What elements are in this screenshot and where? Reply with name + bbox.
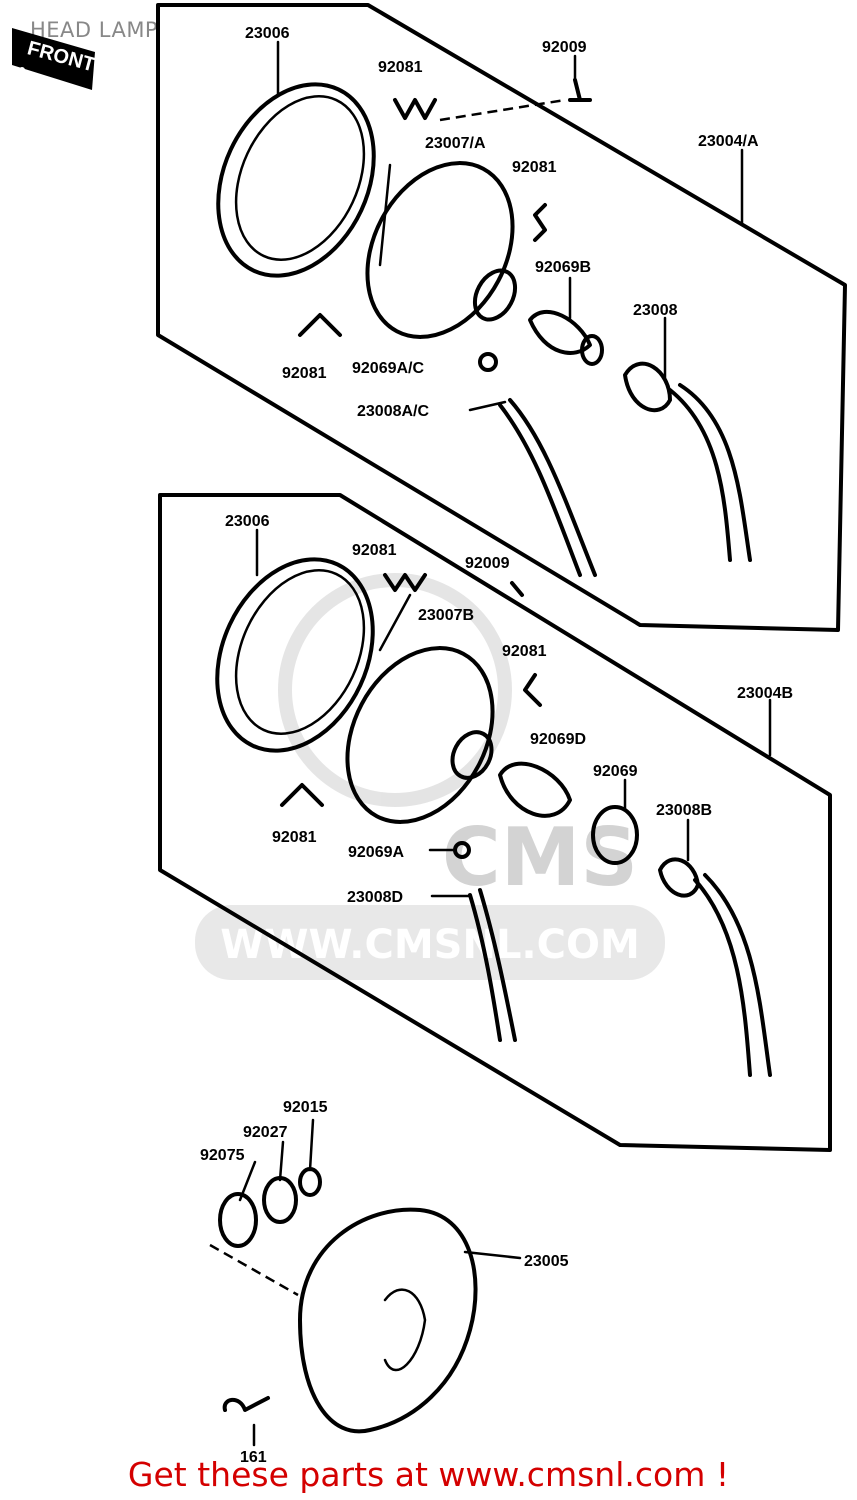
watermark-brand: CMS: [442, 811, 638, 904]
callout-23004a: 23004/A: [698, 133, 759, 150]
upper-wire-harness-left: [508, 398, 597, 577]
lower-rim: [215, 557, 375, 753]
upper-assembly-outline: [156, 3, 847, 632]
callout-161: 161: [240, 1449, 267, 1466]
lower-clip-low: [280, 783, 324, 807]
callout-23008ac: 23008A/C: [357, 403, 429, 420]
watermark: CMS WWW.CMSNL.COM: [195, 573, 665, 980]
lower-assembly-outline: [158, 493, 832, 1152]
callout-92069d: 92069D: [530, 731, 586, 748]
washer-92075: [218, 1192, 258, 1248]
lower-clip-mid: [523, 673, 542, 707]
callout-92081-upper-top: 92081: [378, 59, 423, 76]
upper-assembly: [156, 3, 847, 632]
callout-92081-lower-top: 92081: [352, 542, 397, 559]
upper-wire-harness-right: [668, 388, 732, 562]
washer-92027: [262, 1176, 298, 1224]
lower-grommet: [591, 805, 639, 865]
upper-screw: [568, 78, 592, 102]
lower-assembly: [158, 493, 832, 1152]
leader-lines: [255, 40, 772, 898]
watermark-url: WWW.CMSNL.COM: [220, 922, 640, 968]
callouts-upper: 23006 92081 92009 23007/A 23004/A 92081 …: [245, 25, 759, 420]
lower-reflector: [345, 646, 495, 824]
callouts-housing: 92015 92027 92075 23005 161: [200, 1099, 569, 1466]
lower-screw: [510, 581, 524, 597]
callout-23007b: 23007B: [418, 607, 474, 624]
callout-23006-lower: 23006: [225, 513, 270, 530]
lower-socket: [658, 857, 700, 898]
lower-clip-top: [383, 573, 427, 592]
callout-23006-upper: 23006: [245, 25, 290, 42]
bolt-161: [222, 1396, 270, 1412]
lower-wire-harness-left: [478, 888, 517, 1042]
callout-92075: 92075: [200, 1147, 245, 1164]
callout-23008d: 23008D: [347, 889, 403, 906]
callout-92069ac: 92069A/C: [352, 360, 424, 377]
callout-23004b: 23004B: [737, 685, 793, 702]
callout-92081-lower-low: 92081: [272, 829, 317, 846]
callout-23005: 23005: [524, 1253, 569, 1270]
callout-92027: 92027: [243, 1124, 288, 1141]
upper-clip-low: [298, 313, 342, 337]
upper-clip-mid: [533, 203, 547, 242]
callout-92069b: 92069B: [535, 259, 591, 276]
lower-bulb: [498, 761, 572, 818]
callout-23008-upper: 23008: [633, 302, 678, 319]
lower-wire-harness-right: [693, 878, 752, 1077]
callout-92009-lower: 92009: [465, 555, 510, 572]
upper-reflector: [365, 161, 515, 339]
callout-23008b: 23008B: [656, 802, 712, 819]
callout-92009-upper: 92009: [542, 39, 587, 56]
callout-92081-upper-mid: 92081: [512, 159, 557, 176]
upper-clip-top: [393, 98, 437, 120]
callout-92015: 92015: [283, 1099, 328, 1116]
upper-bulb: [528, 309, 592, 355]
housing-assembly: [209, 1118, 522, 1447]
page-title: HEAD LAMP: [30, 18, 159, 42]
callout-92069-lower: 92069: [593, 763, 638, 780]
callout-92081-upper-low: 92081: [282, 365, 327, 382]
callout-23007a: 23007/A: [425, 135, 486, 152]
callout-92069a: 92069A: [348, 844, 404, 861]
front-direction-marker: FRONT: [12, 28, 97, 90]
housing-shell: [298, 1207, 478, 1434]
callout-92081-lower-mid: 92081: [502, 643, 547, 660]
upper-rim: [216, 82, 376, 278]
callouts-lower: 23006 92081 92009 23007B 92081 23004B 92…: [225, 513, 793, 906]
nut-92015: [298, 1167, 322, 1197]
upper-socket: [623, 361, 672, 413]
upper-spring: [478, 352, 498, 372]
footer-link[interactable]: Get these parts at www.cmsnl.com !: [127, 1455, 730, 1494]
